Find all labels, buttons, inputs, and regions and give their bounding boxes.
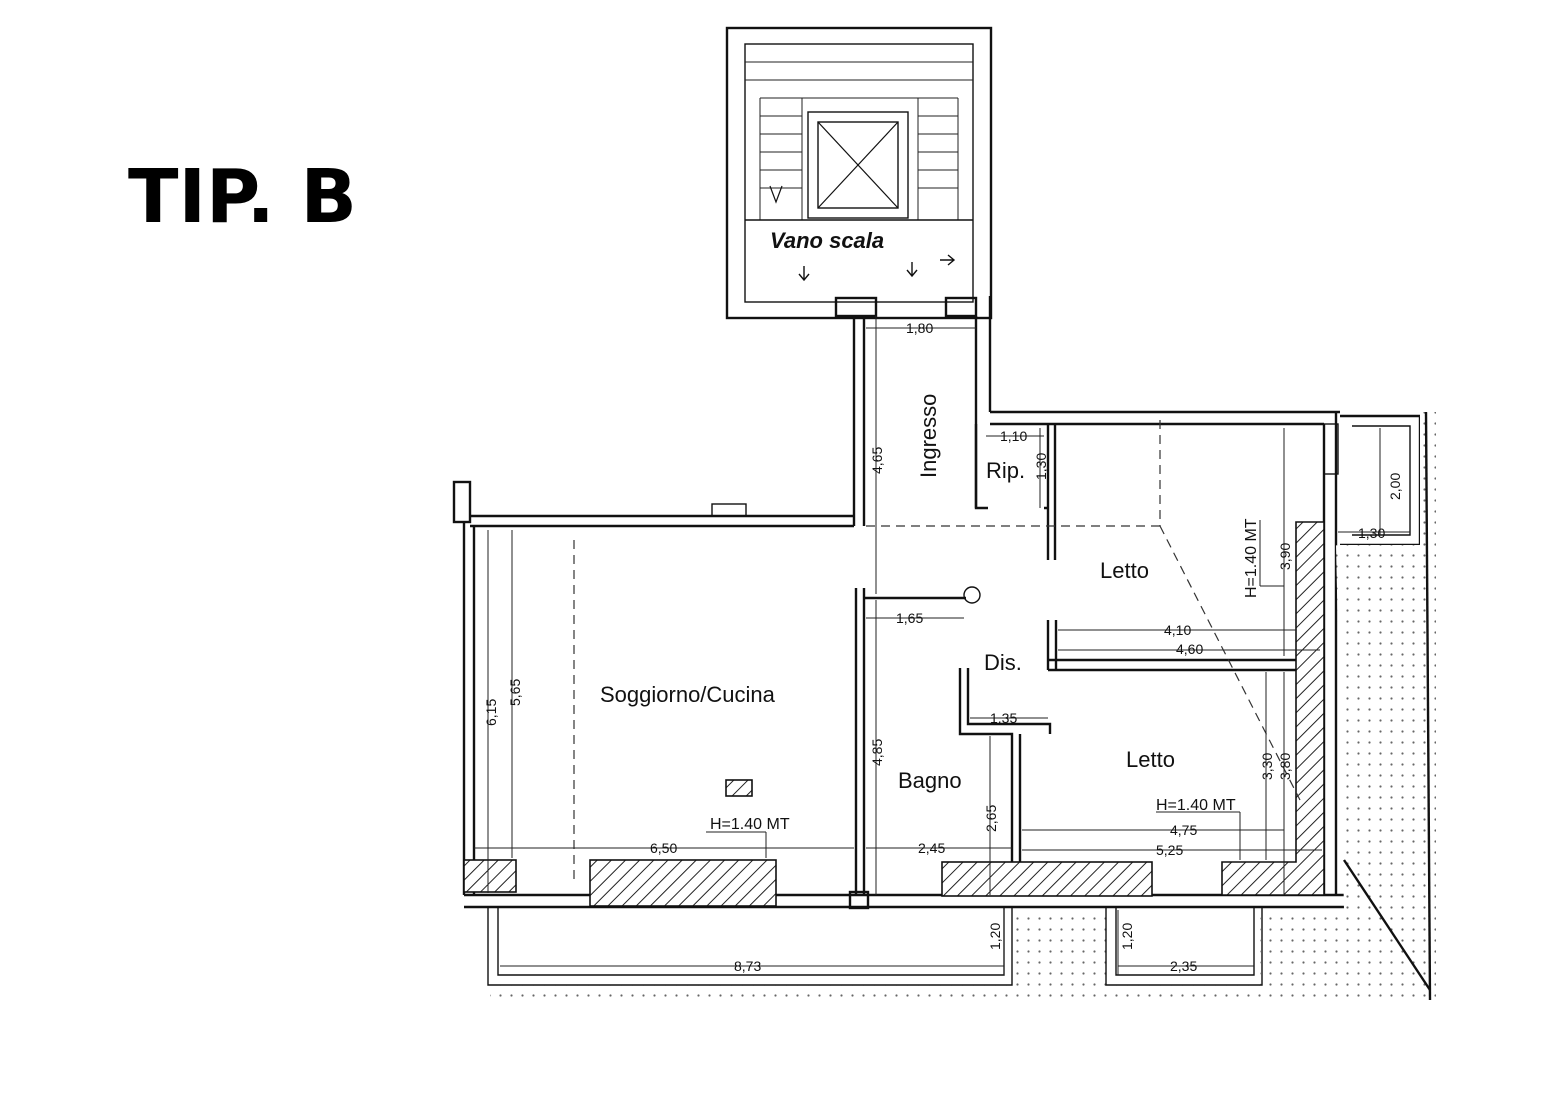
dim-terrace-length: 8,73 xyxy=(734,958,761,974)
stair-core xyxy=(725,26,993,320)
room-label-storage: Rip. xyxy=(986,458,1025,483)
dim-bedroom2-inner-width: 4,75 xyxy=(1170,822,1197,838)
height-note-bedroom-1: H=1.40 MT xyxy=(1243,518,1260,598)
dim-hall-lower-width: 1,35 xyxy=(990,710,1017,726)
dimension-lines xyxy=(474,316,1410,975)
room-label-bathroom: Bagno xyxy=(898,768,962,793)
interior-walls xyxy=(848,586,1324,910)
dim-storage-length: 1,30 xyxy=(1033,453,1049,480)
dim-entrance-width: 1,80 xyxy=(906,320,933,336)
low-height-zones xyxy=(463,521,1325,907)
room-label-living-kitchen: Soggiorno/Cucina xyxy=(600,682,776,707)
dim-terrace-small-width: 2,35 xyxy=(1170,958,1197,974)
dim-balcony-depth: 2,00 xyxy=(1387,473,1403,500)
dim-hall-width: 1,65 xyxy=(896,610,923,626)
dim-bedroom2-depth: 3,80 xyxy=(1277,753,1293,780)
dim-living-inner-depth: 5,65 xyxy=(507,679,523,706)
dim-terrace-depth-left: 1,20 xyxy=(987,923,1003,950)
dim-bath-length: 4,85 xyxy=(869,739,885,766)
room-label-hallway: Dis. xyxy=(984,650,1022,675)
ceiling-lines xyxy=(573,420,1301,880)
dim-bath-lower: 2,65 xyxy=(983,805,999,832)
dim-living-width: 6,50 xyxy=(650,840,677,856)
dim-living-outer-depth: 6,15 xyxy=(483,699,499,726)
dim-bedroom1-width: 4,60 xyxy=(1176,641,1203,657)
dim-bath-width: 2,45 xyxy=(918,840,945,856)
height-note-bedroom-2: H=1.40 MT xyxy=(1156,797,1236,814)
room-label-bedroom-2: Letto xyxy=(1126,747,1175,772)
room-label-bedroom-1: Letto xyxy=(1100,558,1149,583)
height-note-living: H=1.40 MT xyxy=(710,816,790,833)
room-label-stair: Vano scala xyxy=(770,228,884,253)
plan-title: TIP. B xyxy=(128,154,357,240)
storage-walls xyxy=(974,424,1057,560)
dim-balcony-width: 1,30 xyxy=(1358,525,1385,541)
dim-bedroom2-width: 5,25 xyxy=(1156,842,1183,858)
terrace xyxy=(487,411,1436,1005)
dim-entrance-length: 4,65 xyxy=(869,447,885,474)
dim-bedroom2-depth-inner: 3,30 xyxy=(1259,753,1275,780)
room-label-entrance: Ingresso xyxy=(916,394,941,478)
dim-bedroom1-depth: 3,90 xyxy=(1277,543,1293,570)
dim-bedroom1-inner-width: 4,10 xyxy=(1164,622,1191,638)
dim-storage-width: 1,10 xyxy=(1000,428,1027,444)
dim-terrace-depth-right: 1,20 xyxy=(1119,923,1135,950)
